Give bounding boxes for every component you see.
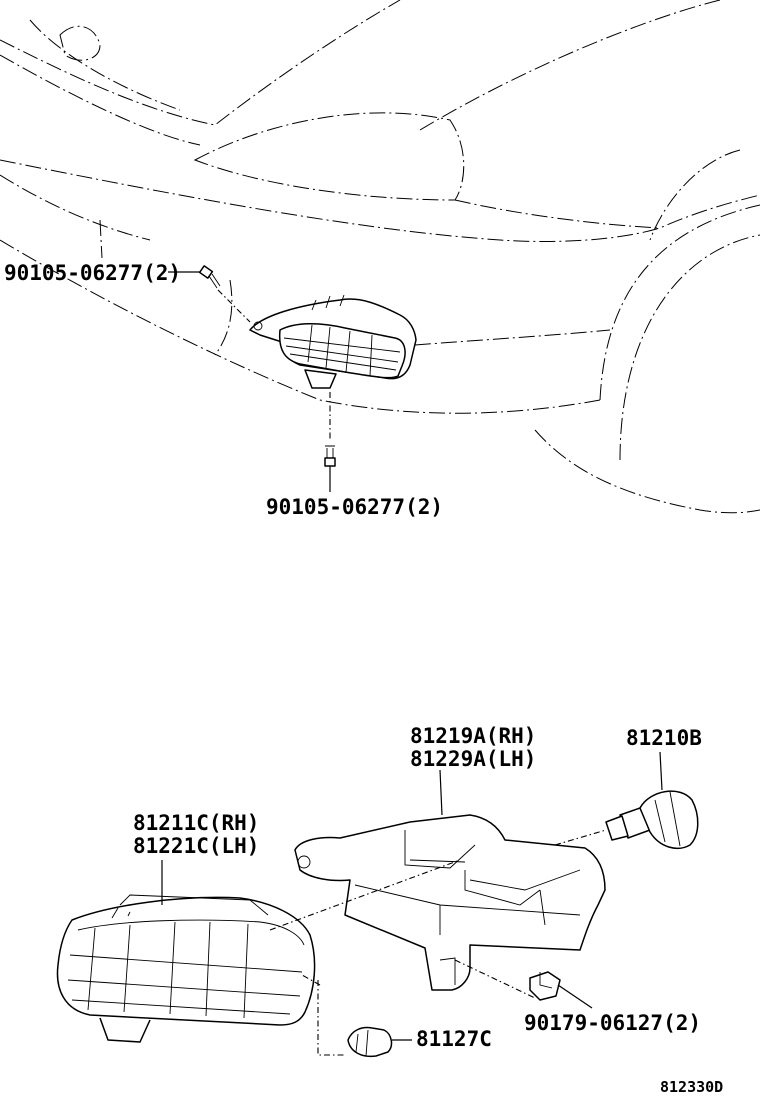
label-lens-lh: 81221C(LH)	[133, 834, 259, 858]
housing-bracket	[294, 814, 606, 991]
label-clip: 90179-06127(2)	[524, 1011, 701, 1035]
lens-lamp-body	[56, 894, 316, 1043]
bolt-upper-icon	[198, 265, 251, 323]
installed-lamp-assembly	[249, 294, 417, 389]
socket-icon	[301, 974, 412, 1058]
label-bolt-lower: 90105-06277(2)	[266, 495, 443, 519]
drawing-code: 812330D	[660, 1078, 723, 1096]
car-body-outline	[0, 0, 760, 514]
label-lens-rh: 81211C(RH)	[133, 811, 259, 835]
clip-icon	[454, 959, 593, 1009]
label-housing-rh: 81219A(RH)	[410, 724, 536, 748]
bolt-lower-icon	[324, 392, 336, 492]
label-bulb: 81210B	[626, 726, 702, 750]
label-housing-lh: 81229A(LH)	[410, 747, 536, 771]
bulb-icon	[554, 790, 699, 849]
label-socket: 81127C	[416, 1027, 492, 1051]
label-bolt-upper: 90105-06277(2)	[4, 261, 181, 285]
